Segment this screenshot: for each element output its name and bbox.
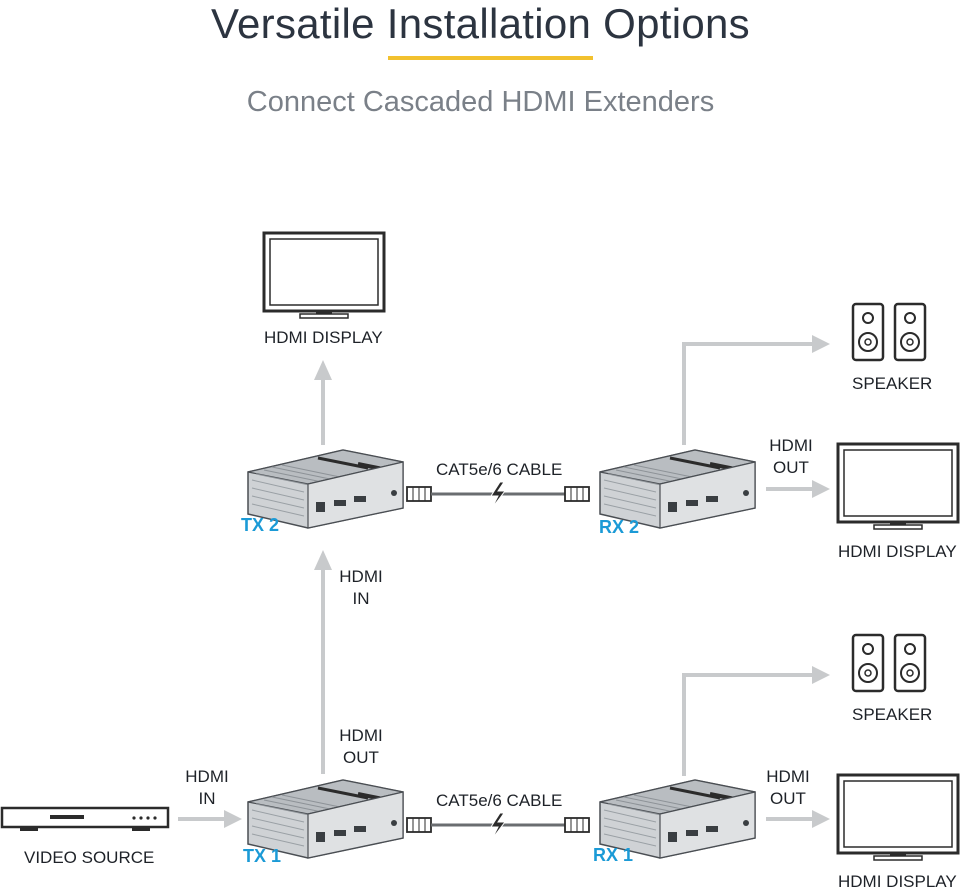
label-tx1: TX 1 — [243, 846, 282, 866]
label-hdmi-in-source: HDMI IN — [182, 766, 232, 810]
label-hdmi-out-tx1: HDMI OUT — [336, 725, 386, 769]
tv-icon — [836, 773, 960, 862]
label-hdmi-display-rx2: HDMI DISPLAY — [838, 542, 957, 561]
title-underline — [388, 56, 593, 60]
tv-icon — [262, 231, 386, 320]
dvd-player-icon — [0, 806, 170, 831]
label-line: HDMI — [769, 436, 813, 455]
label-hdmi-display-rx1: HDMI DISPLAY — [838, 872, 957, 891]
arrow-icon — [812, 480, 830, 498]
arrow-icon — [314, 360, 332, 380]
rj45-connector-icon — [405, 480, 591, 510]
page-title: Versatile Installation Options — [211, 0, 750, 47]
label-hdmi-out-rx2: HDMI OUT — [766, 435, 816, 479]
label-line: OUT — [773, 458, 809, 477]
label-speaker-top: SPEAKER — [852, 374, 933, 393]
label-line: OUT — [770, 789, 806, 808]
arrow-rx2-to-speaker — [682, 342, 814, 445]
label-line: HDMI — [766, 767, 810, 786]
arrow-icon — [812, 335, 830, 353]
page-subtitle: Connect Cascaded HDMI Extenders — [246, 86, 715, 118]
arrowheads-group — [224, 335, 830, 828]
label-line: HDMI — [339, 726, 383, 745]
rj45-connector-icon — [405, 811, 591, 841]
arrow-rx1-to-speaker — [682, 673, 814, 776]
label-line: IN — [198, 789, 216, 808]
arrows-group — [178, 342, 814, 821]
label-tx2: TX 2 — [241, 515, 280, 535]
label-hdmi-out-rx1: HDMI OUT — [763, 766, 813, 810]
speaker-icon — [851, 633, 927, 693]
tv-icon — [836, 442, 960, 531]
label-rx2: RX 2 — [599, 517, 640, 537]
label-line: IN — [352, 589, 370, 608]
label-cable-bottom: CAT5e/6 CABLE — [436, 791, 563, 810]
speaker-icon — [851, 302, 927, 362]
label-cable-top: CAT5e/6 CABLE — [436, 460, 563, 479]
label-rx1: RX 1 — [593, 845, 634, 865]
arrow-icon — [224, 810, 242, 828]
label-hdmi-display-top: HDMI DISPLAY — [264, 328, 383, 347]
arrow-icon — [812, 666, 830, 684]
label-line: HDMI — [185, 767, 229, 786]
label-line: HDMI — [339, 567, 383, 586]
arrow-icon — [314, 550, 332, 570]
label-hdmi-in-tx2: HDMI IN — [336, 566, 386, 610]
label-line: OUT — [343, 748, 379, 767]
label-video-source: VIDEO SOURCE — [24, 848, 155, 867]
label-speaker-bottom: SPEAKER — [852, 705, 933, 724]
arrow-icon — [812, 810, 830, 828]
